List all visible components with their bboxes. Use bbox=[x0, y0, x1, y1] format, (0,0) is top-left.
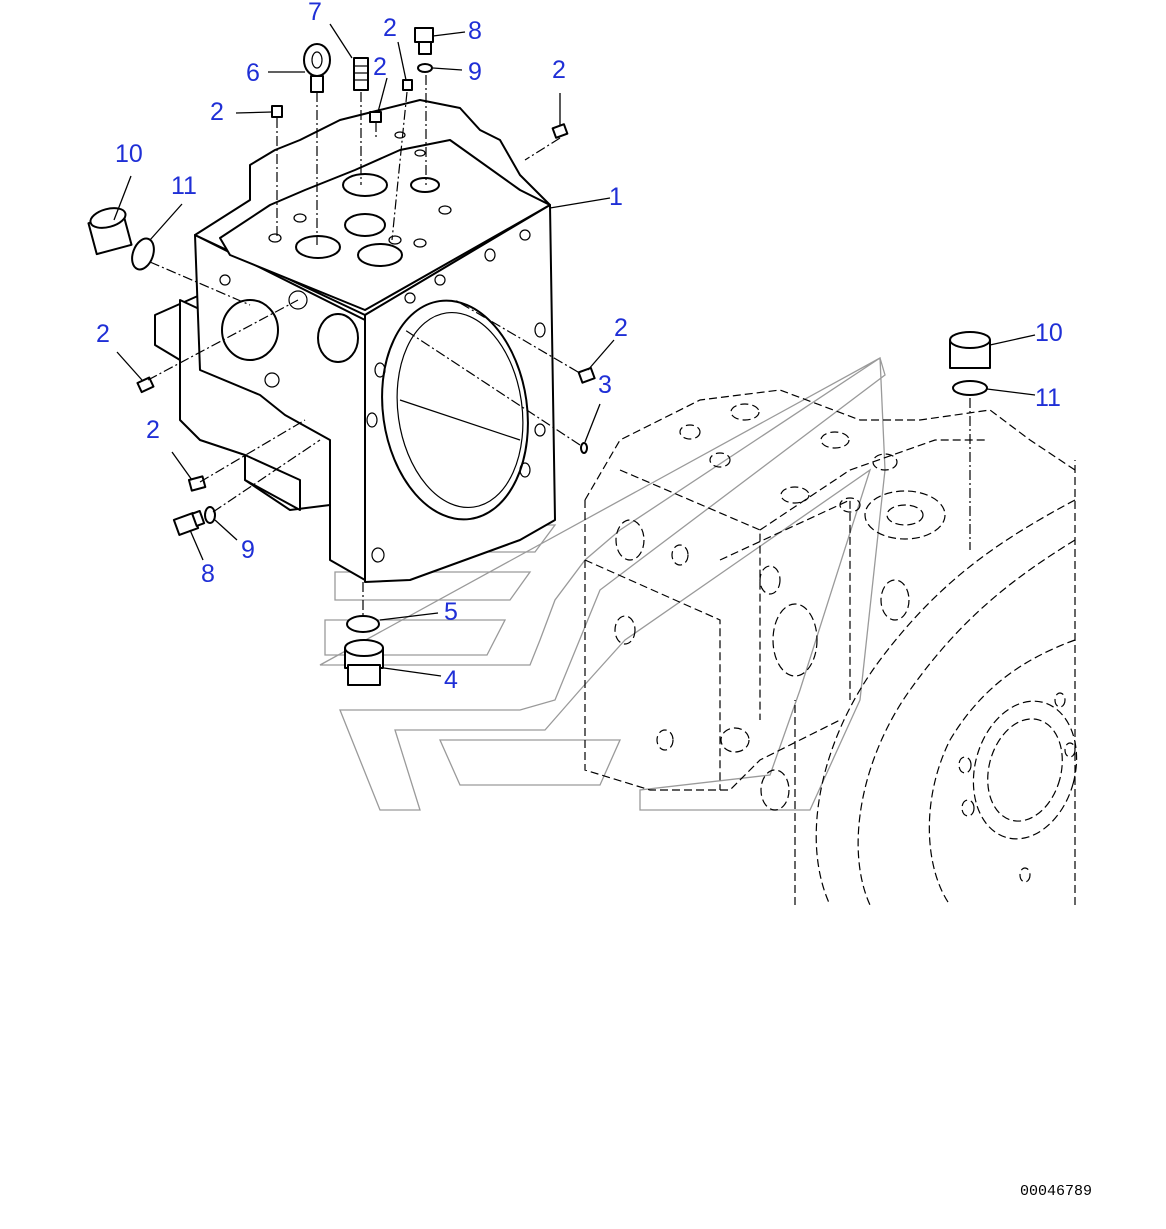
callout-6: 6 bbox=[246, 59, 260, 87]
callouts: 1 2 2 2 2 2 2 2 3 4 5 6 7 8 8 9 9 10 10 … bbox=[96, 0, 1063, 694]
callout-8: 8 bbox=[468, 17, 482, 45]
background-assembly bbox=[584, 389, 1078, 906]
callout-9: 9 bbox=[468, 58, 482, 86]
plug-2-front bbox=[577, 366, 596, 384]
callout-2: 2 bbox=[146, 416, 160, 444]
assembly-lines bbox=[147, 75, 971, 616]
callout-11: 11 bbox=[171, 172, 197, 200]
o-ring-9-lower bbox=[204, 506, 216, 524]
plug-2-right bbox=[551, 123, 569, 139]
cap-10-left bbox=[87, 207, 133, 256]
callout-9: 9 bbox=[241, 536, 255, 564]
plug-2-top bbox=[402, 79, 413, 91]
o-ring-5 bbox=[346, 615, 380, 633]
plug-2-left bbox=[271, 105, 283, 118]
callout-8: 8 bbox=[201, 560, 215, 588]
callout-2: 2 bbox=[614, 314, 628, 342]
callout-10: 10 bbox=[115, 140, 143, 168]
callout-2: 2 bbox=[383, 14, 397, 42]
callout-3: 3 bbox=[598, 371, 612, 399]
o-ring-9-top bbox=[417, 63, 433, 73]
callout-5: 5 bbox=[444, 598, 458, 626]
plug-4 bbox=[344, 639, 384, 686]
cap-10-right bbox=[949, 331, 991, 369]
callout-2: 2 bbox=[552, 56, 566, 84]
o-ring-11-right bbox=[952, 380, 988, 396]
eye-bolt-6 bbox=[303, 43, 331, 93]
pump-case bbox=[154, 99, 556, 583]
plug-2-lower bbox=[187, 475, 207, 492]
plug-2-mid bbox=[369, 111, 382, 123]
plug-2-side bbox=[136, 376, 155, 394]
callout-2: 2 bbox=[210, 98, 224, 126]
drawing-number: 00046789 bbox=[1020, 1183, 1092, 1200]
callout-4: 4 bbox=[444, 666, 458, 694]
pin-3 bbox=[580, 442, 588, 454]
callout-2: 2 bbox=[96, 320, 110, 348]
leader-lines bbox=[113, 23, 1036, 677]
callout-2: 2 bbox=[373, 53, 387, 81]
plug-8-lower bbox=[172, 509, 206, 536]
callout-1: 1 bbox=[609, 183, 623, 211]
plug-8-top bbox=[414, 27, 434, 55]
o-ring-11-left bbox=[131, 237, 155, 271]
callout-11: 11 bbox=[1035, 384, 1061, 412]
valve-7 bbox=[353, 57, 369, 91]
callout-10: 10 bbox=[1035, 319, 1063, 347]
callout-7: 7 bbox=[308, 0, 322, 26]
